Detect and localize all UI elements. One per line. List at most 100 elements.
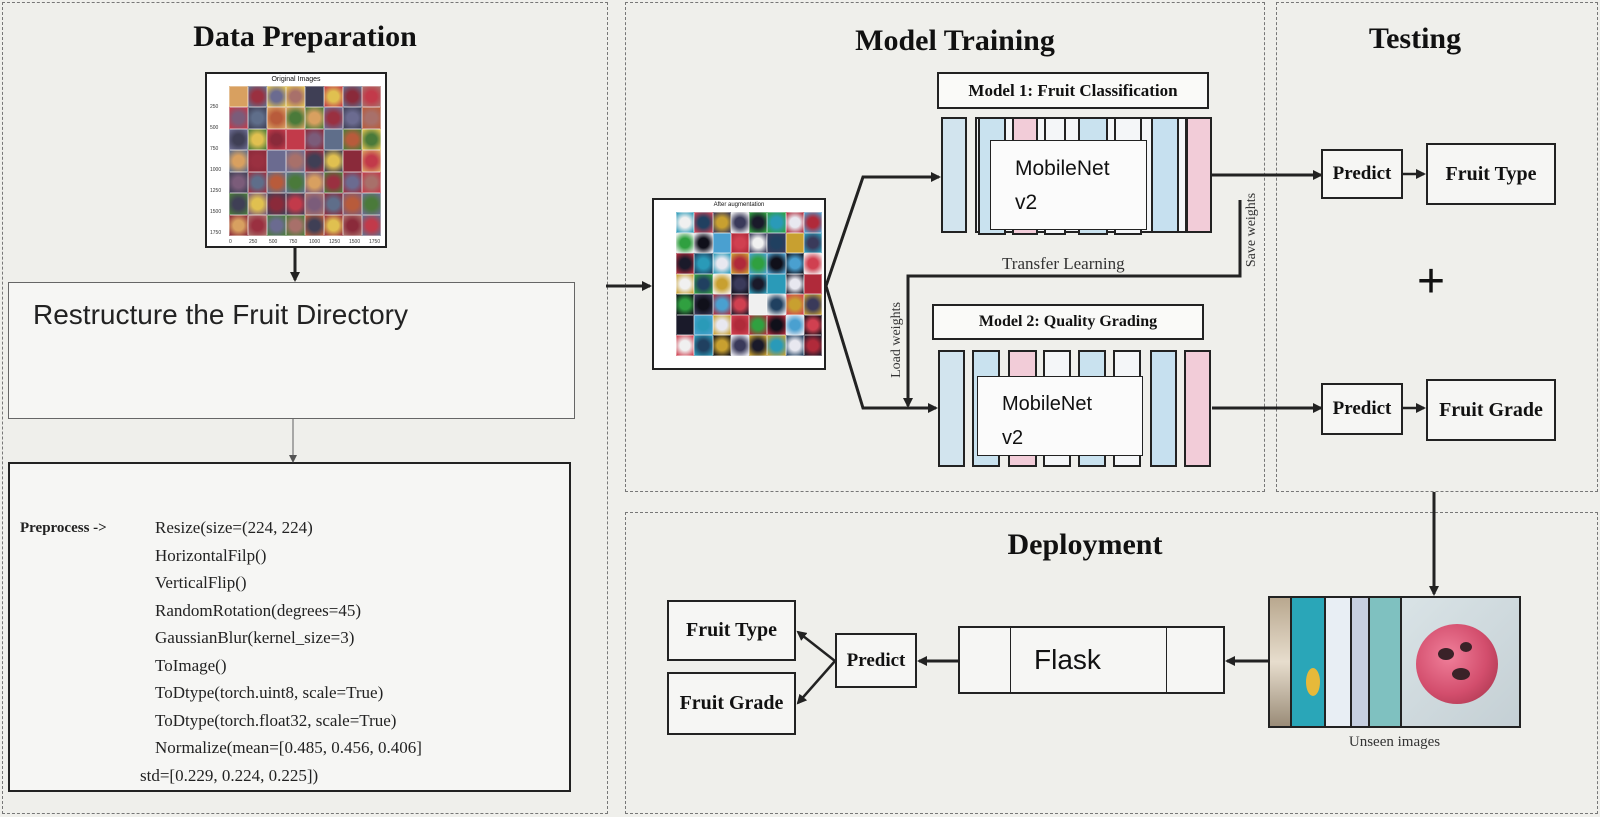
thumbnail-tile: [324, 171, 343, 194]
thumbnail-tile: [749, 335, 768, 356]
thumbnail-tile: [730, 232, 749, 254]
augmented-images-grid: [676, 212, 822, 356]
x-tick-label: 1000: [309, 239, 321, 245]
unseen-slice-1: [1270, 598, 1290, 726]
deploy-fruit-type-label: Fruit Type: [686, 619, 777, 641]
thumbnail-tile: [749, 294, 768, 315]
thumbnail-tile: [767, 212, 786, 233]
data-preparation-title: Data Preparation: [193, 20, 417, 53]
x-tick-label: 0: [229, 239, 232, 245]
thumbnail-tile: [343, 150, 362, 172]
thumbnail-tile: [324, 128, 343, 151]
model2-layer: [1150, 350, 1177, 467]
deploy-predict: Predict: [835, 633, 917, 688]
thumbnail-tile: [324, 193, 343, 215]
fruit-image: [1416, 624, 1498, 704]
thumbnail-tile: [803, 273, 822, 295]
thumbnail-tile: [343, 171, 362, 194]
restructure-box: Restructure the Fruit Directory: [8, 282, 575, 419]
model2-title-box: Model 2: Quality Grading: [932, 304, 1204, 340]
thumbnail-tile: [229, 128, 248, 151]
y-tick-label: 1750: [210, 230, 222, 236]
thumbnail-tile: [343, 128, 362, 151]
model1-title-box: Model 1: Fruit Classification: [937, 72, 1209, 109]
thumbnail-tile: [694, 314, 713, 336]
thumbnail-tile: [676, 273, 695, 295]
preprocess-step: VerticalFlip(): [155, 573, 247, 592]
arrow-predict-to-fruit-grade: [796, 660, 836, 705]
thumbnail-tile: [229, 214, 248, 236]
thumbnail-tile: [286, 128, 305, 151]
thumbnail-tile: [730, 212, 749, 233]
unseen-fruit-photo: [1400, 598, 1519, 726]
preprocess-step: ToDtype(torch.float32, scale=True): [155, 710, 397, 730]
thumbnail-tile: [229, 86, 248, 108]
thumbnail-tile: [229, 171, 248, 194]
thumbnail-tile: [730, 273, 749, 295]
thumbnail-tile: [694, 335, 713, 356]
thumbnail-tile: [305, 193, 324, 215]
model2-backbone-line1: MobileNet: [1002, 393, 1093, 415]
deployment-panel: [625, 512, 1598, 814]
original-images-grid: [229, 86, 381, 236]
thumbnail-tile: [785, 273, 804, 295]
unseen-slice-3: [1324, 598, 1352, 726]
preprocess-step: std=[0.229, 0.224, 0.225]): [140, 765, 319, 785]
thumbnail-tile: [305, 107, 324, 129]
thumbnail-tile: [803, 212, 822, 233]
flask-label: Flask: [1034, 644, 1101, 675]
y-tick-label: 750: [210, 146, 219, 152]
model2-title: Model 2: Quality Grading: [978, 313, 1158, 330]
testing-predict-type: Predict: [1321, 149, 1403, 199]
thumbnail-tile: [248, 107, 267, 129]
thumbnail-tile: [767, 232, 786, 254]
model1-backbone-line1: MobileNet: [1015, 157, 1110, 180]
thumbnail-tile: [785, 294, 804, 315]
thumbnail-tile: [248, 193, 267, 215]
thumbnail-tile: [676, 294, 695, 315]
thumbnail-tile: [267, 150, 286, 172]
thumbnail-tile: [694, 294, 713, 315]
thumbnail-tile: [362, 86, 381, 108]
thumbnail-tile: [712, 273, 731, 295]
thumbnail-tile: [286, 150, 305, 172]
thumbnail-tile: [362, 193, 381, 215]
original-images-title: Original Images: [271, 76, 321, 83]
thumbnail-tile: [730, 294, 749, 315]
testing-fruit-type-label: Fruit Type: [1445, 163, 1537, 185]
thumbnail-tile: [749, 232, 768, 254]
thumbnail-tile: [712, 314, 731, 336]
thumbnail-tile: [694, 212, 713, 233]
thumbnail-tile: [248, 150, 267, 172]
x-tick-label: 1250: [329, 239, 341, 245]
thumbnail-tile: [305, 214, 324, 236]
preprocess-label: Preprocess ->: [20, 520, 107, 536]
thumbnail-tile: [712, 294, 731, 315]
thumbnail-tile: [712, 212, 731, 233]
thumbnail-tile: [362, 128, 381, 151]
thumbnail-tile: [362, 150, 381, 172]
thumbnail-tile: [730, 314, 749, 336]
plus-sign: +: [1416, 255, 1446, 308]
fruit-spot-3: [1452, 668, 1470, 680]
thumbnail-tile: [267, 128, 286, 151]
thumbnail-tile: [767, 314, 786, 336]
arrow-aug-to-model1: [824, 172, 941, 287]
augmented-images-title: After augmentation: [713, 202, 765, 208]
x-tick-label: 500: [269, 239, 278, 245]
unseen-images-label: Unseen images: [1348, 734, 1441, 750]
thumbnail-tile: [712, 335, 731, 356]
flask-inner: [1010, 626, 1167, 694]
testing-predict-type-label: Predict: [1332, 163, 1392, 184]
thumbnail-tile: [286, 193, 305, 215]
arrow-transfer-learning: [903, 200, 1242, 408]
testing-panel: [1276, 2, 1598, 492]
thumbnail-tile: [248, 214, 267, 236]
thumbnail-tile: [803, 232, 822, 254]
testing-predict-grade: Predict: [1321, 383, 1403, 435]
preprocess-box: Preprocess -> Resize(size=(224, 224)Hori…: [8, 462, 571, 792]
thumbnail-tile: [267, 107, 286, 129]
thumbnail-tile: [694, 273, 713, 295]
thumbnail-tile: [267, 86, 286, 108]
